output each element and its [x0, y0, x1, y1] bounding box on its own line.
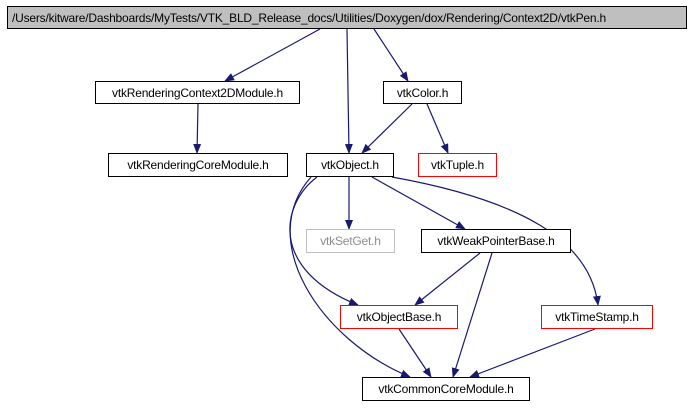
edge-weak-to-objbase: [414, 252, 481, 306]
edge-color-to-object: [361, 103, 413, 154]
edge-rc2d-to-rcore: [193, 103, 202, 154]
node-vtkcommoncoremodule-h[interactable]: vtkCommonCoreModule.h: [362, 377, 530, 401]
edge-objbase-to-commoncore: [398, 328, 432, 378]
node-vtktimestamp-h[interactable]: vtkTimeStamp.h: [541, 305, 653, 329]
node-label: vtkCommonCoreModule.h: [378, 382, 514, 396]
node-vtkpen-h[interactable]: /Users/kitware/Dashboards/MyTests/VTK_BL…: [7, 6, 687, 29]
node-label: vtkColor.h: [396, 85, 449, 100]
edge-object-to-timestamp: [391, 176, 601, 306]
node-label: vtkTuple.h: [431, 158, 484, 172]
node-label: vtkTimeStamp.h: [555, 310, 639, 324]
edge-object-to-commoncore: [289, 176, 411, 378]
node-label: vtkObjectBase.h: [356, 310, 442, 324]
edge-root-to-color: [373, 28, 409, 82]
node-vtkweakpointerbase-h[interactable]: vtkWeakPointerBase.h: [421, 229, 571, 253]
node-label: vtkRenderingContext2DModule.h: [112, 85, 283, 100]
node-label: vtkWeakPointerBase.h: [437, 234, 555, 248]
edge-root-to-object: [344, 28, 353, 154]
node-vtkobjectbase-h[interactable]: vtkObjectBase.h: [340, 305, 458, 329]
node-vtksetget-h[interactable]: vtkSetGet.h: [306, 229, 395, 253]
node-vtktuple-h[interactable]: vtkTuple.h: [418, 153, 497, 177]
edge-timestamp-to-commoncore: [469, 328, 596, 378]
node-label: /Users/kitware/Dashboards/MyTests/VTK_BL…: [12, 10, 606, 25]
node-label: vtkObject.h: [321, 158, 379, 172]
edge-weak-to-commoncore: [451, 252, 493, 378]
node-label: vtkSetGet.h: [320, 234, 381, 248]
node-label: vtkRenderingCoreModule.h: [127, 158, 269, 172]
edge-object-to-weak: [371, 176, 466, 230]
node-vtkrenderingcoremodule-h[interactable]: vtkRenderingCoreModule.h: [108, 153, 288, 177]
node-vtkrenderingcontext2dmodule-h[interactable]: vtkRenderingContext2DModule.h: [95, 81, 300, 104]
edge-color-to-tuple: [426, 103, 449, 154]
node-vtkobject-h[interactable]: vtkObject.h: [306, 153, 394, 177]
node-vtkcolor-h[interactable]: vtkColor.h: [383, 81, 462, 104]
edge-root-to-rc2d: [224, 28, 321, 82]
